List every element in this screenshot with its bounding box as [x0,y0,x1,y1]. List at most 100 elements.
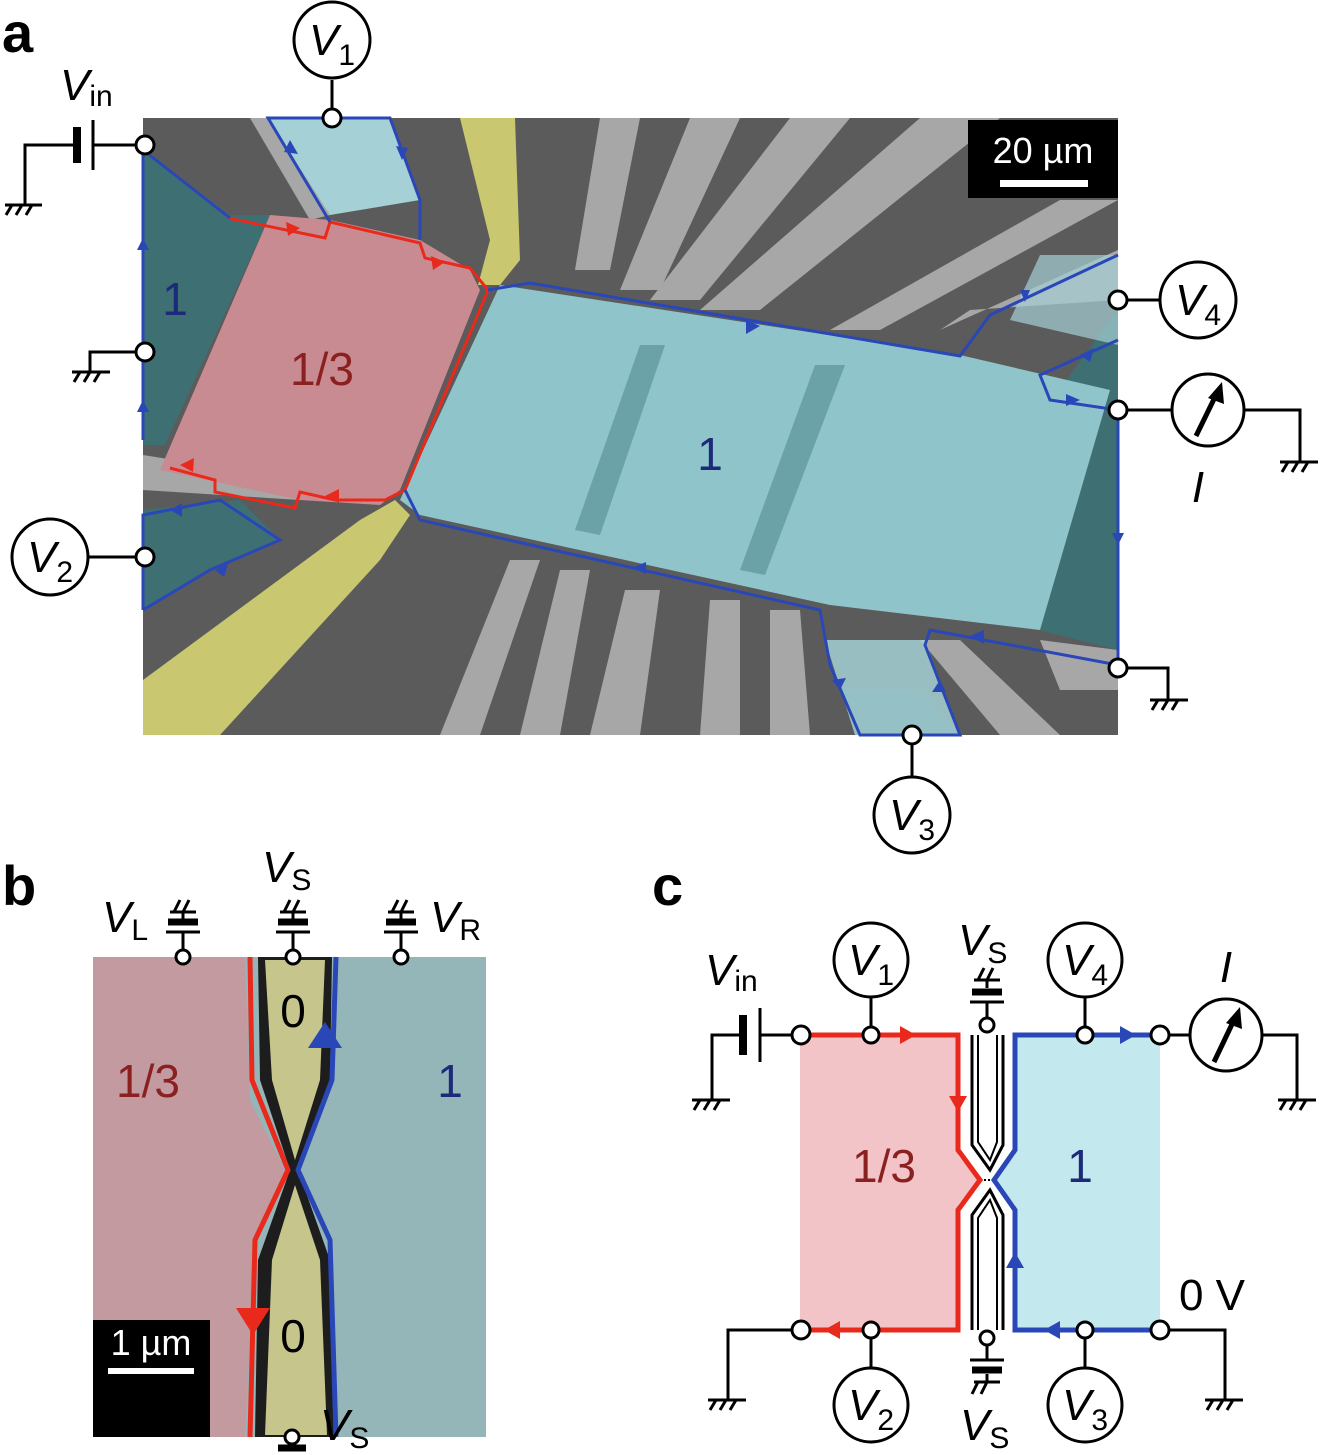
voltmeter-v4 [1158,260,1238,340]
gate-inner-top-c [977,1035,998,1163]
terminal-vs-top-c [978,1016,996,1034]
arrow-down-red-b [236,1308,270,1335]
voltmeter-v4-label: V4 [1175,276,1221,332]
ground-symbol-right [1150,698,1188,711]
gate-vr: VR [384,893,481,966]
source-vin-label: Vin [60,61,113,113]
terminal-ammeter [1107,399,1129,421]
arrow-up-blue-b [308,1022,342,1048]
ground-symbol-ammeter [1280,460,1318,473]
arrow-blue-bottom-c [1044,1321,1060,1339]
voltmeter-v1-c-label: V1 [848,936,894,992]
terminal-v3 [901,724,923,746]
panel-c: c 1/3 1 Vin [652,854,1160,1339]
wire-vin-ground [23,143,75,205]
gate-outline-bottom-c [970,1187,1005,1330]
arrow-red-bottom-c [824,1321,840,1339]
voltmeter-v3-c-label: V3 [1062,1381,1108,1437]
voltmeter-v2-label: V2 [27,533,73,589]
wire-vin-ground-c [710,1033,740,1100]
gate-vs-bottom-label: VS [320,1401,369,1455]
terminal-ammeter-c [1149,1024,1171,1046]
terminal-v2-c [861,1320,881,1340]
ground-symbol-ammeter-c [1278,1098,1316,1111]
filling-label-right-c: 1 [1067,1140,1093,1192]
edge-channel-bottom [403,489,1119,737]
filling-label-left-c: 1/3 [852,1140,916,1192]
gate-vr-label: VR [430,893,481,947]
panel-c-contacts: V1 V4 I VS [708,916,1316,1455]
scale-bar-label-a: 20 µm [993,130,1094,171]
ground-symbol-bottom-left-c [708,1398,746,1411]
side-gate-top [460,118,520,285]
gate-stripe-2 [740,365,845,575]
terminal-v1 [321,107,343,129]
ground-symbol-bottom-right-c [1205,1398,1243,1411]
filling-label-right: 1 [697,428,723,480]
ammeter-needle-icon [1193,382,1224,438]
voltmeter-v4-c-label: V4 [1062,936,1108,992]
terminal-v3-c [1075,1320,1095,1340]
gate-outline-top-c [970,1035,1005,1173]
region-one-third [160,215,480,505]
filling-label-top-gate-b: 0 [280,985,306,1037]
region-one-third-c [800,1035,978,1330]
side-gate-bottom [143,500,410,735]
terminal-ground-bottom-left-c [790,1319,812,1341]
wire-ground-right [1127,666,1170,700]
panel-letter-a: a [2,1,34,64]
terminal-v4-c [1075,1025,1095,1045]
arrow-red-top-c [900,1026,916,1044]
contact-v2-region [143,500,280,610]
terminal-v1-c [861,1025,881,1045]
edge-arrows [137,140,1124,692]
gate-top-b [265,960,325,1160]
voltmeter-v3 [872,775,952,855]
ground-symbol-vin [4,203,42,216]
source-vin-label-c: Vin [705,946,758,998]
panel-a: a [2,0,1318,855]
voltmeter-v2-c-label: V2 [848,1381,894,1437]
gate-vs-bottom-c-label: VS [960,1401,1009,1455]
edge-channel-blue-c [990,1032,1160,1333]
panel-b: b 1/3 0 0 1 1 µm VL VS [2,843,486,1455]
voltmeter-v1 [292,0,372,80]
terminal-vs-bottom-c [978,1329,996,1347]
terminal-vin-c [790,1024,812,1046]
panel-letter-b: b [2,854,36,917]
terminal-v2 [134,546,156,568]
ammeter-c-label: I [1220,943,1232,992]
edge-channel-red-c [800,1032,984,1333]
gate-bottom-b [265,1185,327,1435]
edge-channel-v2 [141,498,284,612]
scale-bar-label-b: 1 µm [111,1322,192,1363]
contact-left-region [143,150,270,445]
voltmeter-v3-label: V3 [889,791,935,847]
voltmeter-v2 [10,517,90,597]
wire-ground-bottom-right-c [1168,1328,1227,1400]
gate-vl-label: VL [102,893,148,947]
scale-bar-box-b [93,1320,210,1437]
terminal-ground-bottom-right-c [1149,1319,1171,1341]
scale-bar-line-a [1000,180,1088,187]
gate-vs-top-c [970,967,1004,1018]
gate-vs-bottom-c [970,1345,1004,1395]
filling-label-right-b: 1 [437,1055,463,1107]
edge-channel-top [487,253,1119,358]
wire-ground-left [88,350,136,372]
voltmeter-v1-c [832,921,910,999]
filling-label-bottom-gate-b: 0 [280,1310,306,1362]
edge-channel-red-b [247,956,291,1438]
arrow-blue-up-c [1006,1252,1024,1268]
contact-v3-pad [825,640,960,735]
edge-channel-v1 [265,116,422,240]
scale-bar-line-b [108,1368,194,1374]
ground-symbol-vin-c [692,1098,730,1111]
ground-symbol-left [72,370,110,383]
gate-vs-top-label: VS [262,843,311,897]
panel-letter-c: c [652,854,683,917]
arrow-blue-top-c [1120,1026,1136,1044]
voltmeter-v4-c [1046,921,1124,999]
gate-inner-bottom-c [977,1197,998,1330]
